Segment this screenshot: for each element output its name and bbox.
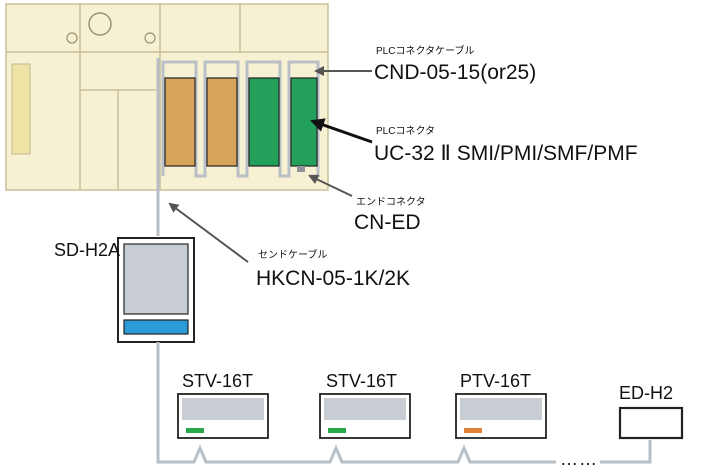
- terminal-ptv: [455, 393, 547, 439]
- plc-connector-model: UC-32 Ⅱ SMI/PMI/SMF/PMF: [374, 142, 638, 165]
- plc-connector-cable: [161, 60, 320, 178]
- terminal-bus-line: [156, 342, 556, 464]
- callout-arrow-end: [308, 174, 353, 197]
- sd-status-bar: [123, 319, 189, 335]
- screw-icon: [144, 32, 156, 44]
- led-green: [186, 428, 204, 433]
- terminal-2-label: STV-16T: [326, 371, 398, 391]
- plc-connector-module: [248, 77, 280, 167]
- terminal-1-label: STV-16T: [182, 371, 254, 391]
- send-cable-title: センドケーブル: [258, 250, 328, 261]
- end-connector: [297, 166, 305, 172]
- terminal-3-label: PTV-16T: [460, 371, 532, 391]
- send-cable-model: HKCN-05-1K/2K: [256, 267, 411, 290]
- led-green: [328, 428, 346, 433]
- plc-connector-module: [206, 77, 238, 167]
- end-unit-box: [618, 406, 684, 440]
- terminal-stv-2: [319, 393, 411, 439]
- plc-cable-model: CND-05-15(or25): [374, 61, 537, 84]
- callout-arrow-connector: [310, 118, 373, 144]
- led-orange: [464, 428, 482, 433]
- end-unit-label: ED-H2: [619, 383, 674, 403]
- sd-unit: [117, 237, 195, 343]
- status-lamp-icon: [88, 12, 112, 36]
- battery-slot: [11, 63, 31, 155]
- end-connector-model: CN-ED: [354, 211, 421, 234]
- end-connector-title: エンドコネクタ: [356, 197, 426, 208]
- callout-arrow-send-cable: [168, 202, 249, 263]
- plc-connector-title: PLCコネクタ: [376, 126, 436, 137]
- sd-screen: [123, 243, 189, 315]
- screw-icon: [66, 32, 78, 44]
- plc-cable-title: PLCコネクタケーブル: [376, 46, 475, 57]
- terminal-bus-end: [600, 440, 652, 464]
- sd-unit-label: SD-H2A: [54, 240, 121, 260]
- terminal-stv-1: [177, 393, 269, 439]
- plc-connector-module: [164, 77, 196, 167]
- continuation-ellipsis: ……: [560, 449, 598, 469]
